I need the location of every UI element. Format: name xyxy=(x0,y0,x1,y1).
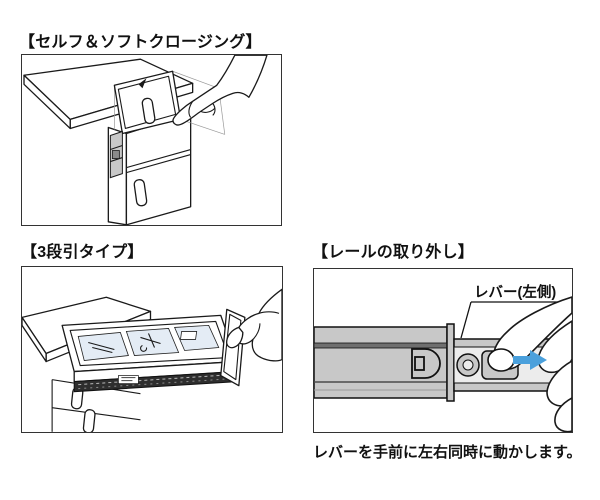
cabinet-body xyxy=(51,379,141,432)
lower-drawer xyxy=(133,179,148,207)
hand-icon xyxy=(226,288,282,362)
thumb-tip xyxy=(487,348,515,372)
scissors-item xyxy=(140,333,161,352)
rail-end-cap xyxy=(446,323,455,402)
rail-illustration: レバー(左側) xyxy=(314,283,572,432)
open-drawer-front xyxy=(113,70,182,135)
figure-three-stage xyxy=(21,266,283,433)
figure-rail-removal: レバー(左側) xyxy=(313,268,573,433)
hand-icon xyxy=(172,55,268,126)
drawer-tray xyxy=(61,314,238,373)
drawer-cabinet-illustration xyxy=(23,55,268,225)
open-drawer-illustration xyxy=(22,288,282,432)
section-title-rail-removal: 【レールの取り外し】 xyxy=(312,244,475,261)
rail-label-plate xyxy=(118,375,139,384)
guide-lines xyxy=(114,70,226,135)
eraser-item xyxy=(180,331,198,340)
section-title-soft-closing: 【セルフ＆ソフトクロージング】 xyxy=(19,34,262,51)
close-direction-marker xyxy=(138,78,147,89)
drawer-side-rail xyxy=(109,130,123,179)
thumb xyxy=(226,326,244,349)
section-title-three-stage: 【3段引タイプ】 xyxy=(21,244,144,261)
lever-label: レバー(左側) xyxy=(474,283,556,301)
outer-rail xyxy=(314,323,455,402)
pen-item xyxy=(88,341,115,354)
direction-arrow-icon xyxy=(513,350,547,370)
rail-removal-caption: レバーを手前に左右同時に動かします。 xyxy=(313,444,582,461)
leader-line xyxy=(460,301,472,339)
figure-soft-closing xyxy=(21,54,282,226)
lever-callout: レバー(左側) xyxy=(460,283,568,339)
